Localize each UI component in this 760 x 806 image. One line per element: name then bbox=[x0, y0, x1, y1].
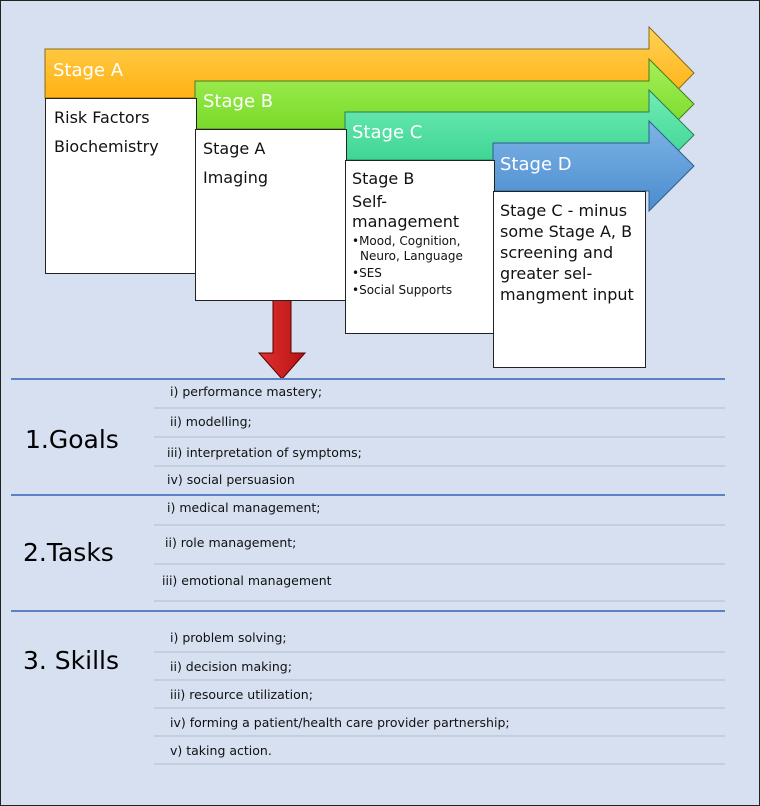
row-divider bbox=[154, 735, 725, 737]
stage-b-box: Stage A Imaging bbox=[195, 129, 347, 301]
row-divider bbox=[154, 407, 725, 409]
section-divider bbox=[11, 610, 725, 612]
stage-a-title: Stage A bbox=[53, 60, 124, 81]
goals-item: ii) modelling; bbox=[170, 414, 252, 429]
tasks-item: iii) emotional management bbox=[162, 573, 332, 588]
goals-item: i) performance mastery; bbox=[170, 384, 323, 399]
section-label-skills: 3. Skills bbox=[23, 646, 120, 675]
stage-c-bullet: SES bbox=[352, 266, 488, 281]
row-divider bbox=[154, 707, 725, 709]
stage-c-line-1: Stage B bbox=[352, 169, 415, 188]
row-divider bbox=[154, 563, 725, 565]
row-divider bbox=[154, 436, 725, 438]
stage-a-box: Risk Factors Biochemistry bbox=[45, 98, 197, 274]
stage-a-line-1: Risk Factors bbox=[54, 108, 150, 127]
row-divider bbox=[154, 524, 725, 526]
skills-item: iii) resource utilization; bbox=[170, 687, 313, 702]
stage-b-title: Stage B bbox=[203, 91, 274, 112]
section-divider bbox=[11, 494, 725, 496]
section-label-goals: 1.Goals bbox=[25, 425, 119, 454]
stage-b-line-2: Imaging bbox=[203, 168, 269, 187]
row-divider bbox=[154, 465, 725, 467]
row-divider bbox=[154, 600, 725, 602]
skills-item: v) taking action. bbox=[170, 743, 272, 758]
goals-item: iii) interpretation of symptoms; bbox=[167, 445, 362, 460]
goals-item: iv) social persuasion bbox=[167, 472, 295, 487]
skills-item: iv) forming a patient/health care provid… bbox=[170, 715, 510, 730]
skills-item: i) problem solving; bbox=[170, 630, 287, 645]
stage-c-bullet-list: Mood, Cognition, Neuro, Language SES Soc… bbox=[352, 234, 488, 298]
stage-c-line-3: management bbox=[352, 212, 460, 231]
section-label-tasks: 2.Tasks bbox=[23, 538, 114, 567]
stage-c-box: Stage B Self- management Mood, Cognition… bbox=[345, 160, 495, 334]
tasks-item: ii) role management; bbox=[165, 535, 297, 550]
stage-b-line-1: Stage A bbox=[203, 139, 266, 158]
stage-d-box: Stage C - minus some Stage A, B screenin… bbox=[493, 191, 646, 368]
tasks-item: i) medical management; bbox=[167, 500, 321, 515]
stage-c-bullet: Mood, Cognition, Neuro, Language bbox=[352, 234, 488, 264]
stage-a-line-2: Biochemistry bbox=[54, 137, 159, 156]
row-divider bbox=[154, 679, 725, 681]
row-divider bbox=[154, 651, 725, 653]
stage-c-bullet: Social Supports bbox=[352, 283, 488, 298]
section-divider bbox=[11, 378, 725, 380]
stage-c-line-2: Self- bbox=[352, 192, 387, 211]
row-divider bbox=[154, 763, 725, 765]
stage-c-title: Stage C bbox=[352, 122, 423, 143]
stage-d-text: Stage C - minus some Stage A, B screenin… bbox=[500, 201, 634, 304]
stage-d-title: Stage D bbox=[500, 154, 572, 175]
skills-item: ii) decision making; bbox=[170, 659, 292, 674]
